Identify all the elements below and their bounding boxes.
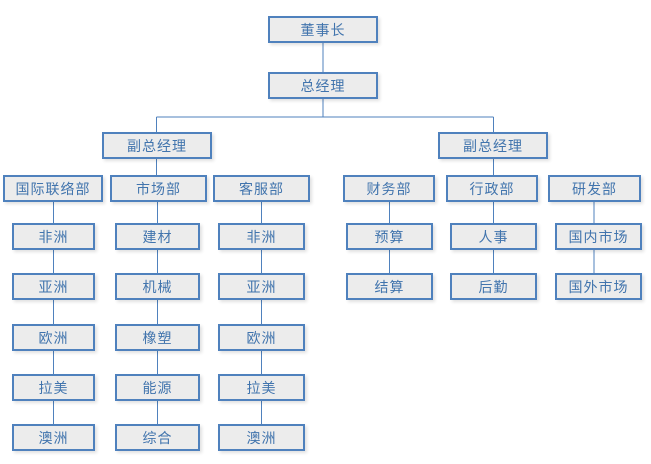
node-intl-europe: 欧洲 [12, 324, 95, 351]
node-admin-personnel: 人事 [450, 223, 537, 250]
node-market-building-materials: 建材 [115, 223, 200, 250]
node-deputy-gm-left: 副总经理 [102, 132, 212, 159]
node-general-manager: 总经理 [268, 72, 378, 99]
node-intl-latin-america: 拉美 [12, 374, 95, 401]
node-dept-rd: 研发部 [548, 175, 641, 202]
node-service-europe: 欧洲 [218, 324, 305, 351]
node-market-comprehensive: 综合 [115, 424, 200, 451]
node-admin-logistics: 后勤 [450, 273, 537, 300]
node-dept-admin: 行政部 [446, 175, 538, 202]
node-chairman: 董事长 [268, 16, 378, 43]
node-intl-australia: 澳洲 [12, 424, 95, 451]
node-intl-africa: 非洲 [12, 223, 95, 250]
node-deputy-gm-right: 副总经理 [438, 132, 548, 159]
node-market-rubber-plastics: 橡塑 [115, 324, 200, 351]
node-intl-asia: 亚洲 [12, 273, 95, 300]
node-market-machinery: 机械 [115, 273, 200, 300]
node-dept-customer-service: 客服部 [213, 175, 310, 202]
node-service-asia: 亚洲 [218, 273, 305, 300]
node-rd-domestic-market: 国内市场 [555, 223, 642, 250]
node-market-energy: 能源 [115, 374, 200, 401]
node-rd-overseas-market: 国外市场 [555, 273, 642, 300]
node-dept-marketing: 市场部 [110, 175, 207, 202]
node-finance-settlement: 结算 [346, 273, 433, 300]
node-service-australia: 澳洲 [218, 424, 305, 451]
node-service-africa: 非洲 [218, 223, 305, 250]
node-dept-finance: 财务部 [343, 175, 435, 202]
node-service-latin-america: 拉美 [218, 374, 305, 401]
node-dept-international-liaison: 国际联络部 [3, 175, 103, 202]
node-finance-budget: 预算 [346, 223, 433, 250]
